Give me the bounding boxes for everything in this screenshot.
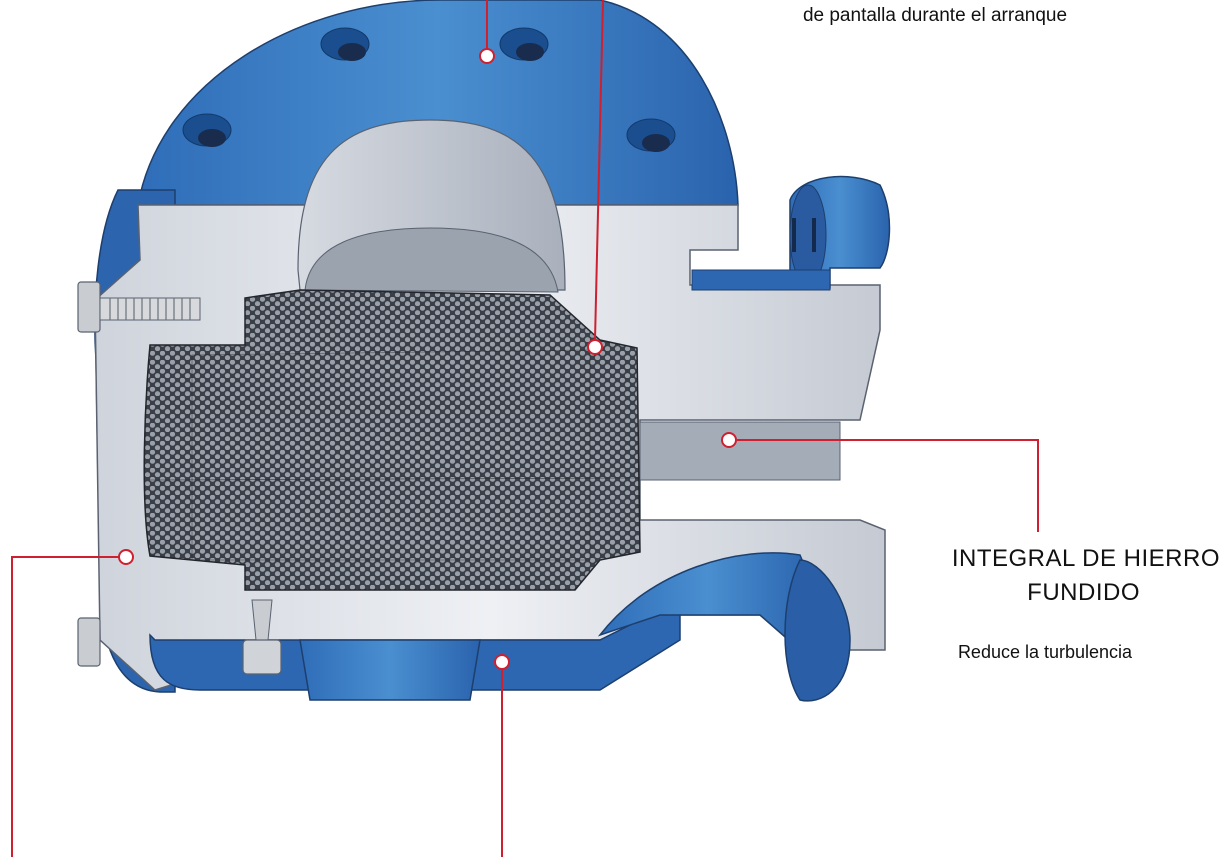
outlet-bore: [639, 421, 841, 481]
callout-dots: [118, 48, 737, 670]
perforated-screen: [143, 289, 641, 591]
bottom-drain-block: [299, 639, 481, 701]
bottom-right-flange: [784, 559, 851, 702]
right-ear-slot: [691, 269, 831, 291]
top-bore-shadow: [304, 227, 559, 293]
drain-plug: [242, 599, 282, 675]
cover-bolt-top: [77, 281, 201, 333]
screen-callout-line: de pantalla durante el arranque: [802, 5, 1068, 26]
cover-bolt-bottom: [77, 617, 101, 667]
top-flange: [137, 0, 739, 206]
callout-lines: [11, 0, 1039, 857]
body-callout-title-line-1: INTEGRAL DE HIERRO: [951, 545, 1220, 572]
body-callout-title-line-2: FUNDIDO: [1027, 579, 1140, 606]
body-callout-description: Reduce la turbulencia: [957, 642, 1133, 662]
screen-callout-description: de pantalla durante el arranque: [700, 4, 1170, 28]
flange-bolt-holes: [182, 27, 676, 152]
